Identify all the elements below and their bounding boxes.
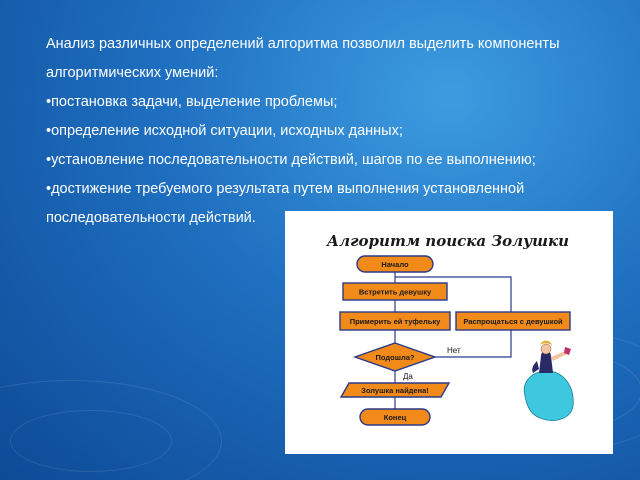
flower-shape bbox=[564, 347, 571, 355]
output-parallelogram bbox=[339, 382, 451, 398]
output-label: Золушка найдена! bbox=[361, 386, 429, 395]
intro-line: Анализ различных определений алгоритма п… bbox=[46, 36, 560, 52]
gown-shape bbox=[523, 370, 574, 421]
edge-decision-farewell bbox=[435, 330, 512, 358]
flowchart-step-farewell: Распрощаться с девушкой bbox=[455, 311, 571, 331]
edge-farewell-loop bbox=[395, 276, 512, 312]
flowchart-svg: Алгоритм поиска Золушки Начало Встретить… bbox=[326, 232, 574, 426]
flowchart-decision: Подошла? Нет Да bbox=[352, 342, 461, 381]
decision-diamond bbox=[352, 342, 438, 372]
flowchart-title: Алгоритм поиска Золушки bbox=[326, 232, 569, 250]
arm-shape bbox=[551, 351, 567, 361]
bullet-item: •постановка задачи, выделение проблемы; bbox=[46, 94, 338, 110]
flowchart-edges bbox=[394, 272, 512, 409]
flowchart-output: Золушка найдена! bbox=[339, 382, 451, 398]
start-label: Начало bbox=[381, 260, 409, 269]
bullet-item: •достижение требуемого результата путем … bbox=[46, 181, 525, 197]
yes-branch-label: Да bbox=[403, 372, 413, 381]
background-ripple bbox=[10, 410, 172, 472]
try-label: Примерить ей туфельку bbox=[350, 317, 441, 326]
bullet-item-continuation: последовательности действий. bbox=[46, 210, 256, 226]
flowchart-step-meet: Встретить девушку bbox=[342, 282, 448, 301]
flowchart-start: Начало bbox=[356, 255, 434, 273]
farewell-process-box bbox=[455, 311, 571, 331]
farewell-label: Распрощаться с девушкой bbox=[463, 317, 563, 326]
bullet-item: •установление последовательности действи… bbox=[46, 152, 536, 168]
flowchart-step-try: Примерить ей туфельку bbox=[339, 311, 451, 331]
meet-process-box bbox=[342, 282, 448, 301]
slide-body-text: Анализ различных определений алгоритма п… bbox=[46, 30, 626, 233]
intro-line: алгоритмических умений: bbox=[46, 65, 219, 81]
flowchart-figure: Алгоритм поиска Золушки Начало Встретить… bbox=[285, 211, 613, 454]
no-branch-label: Нет bbox=[447, 346, 461, 355]
start-terminator bbox=[356, 255, 434, 273]
bodice-shape bbox=[539, 350, 553, 373]
sleeve-shape bbox=[532, 361, 539, 373]
bullet-item: •определение исходной ситуации, исходных… bbox=[46, 123, 403, 139]
end-terminator bbox=[359, 408, 431, 426]
cinderella-illustration bbox=[523, 340, 574, 421]
decision-label: Подошла? bbox=[376, 353, 415, 362]
flowchart-end: Конец bbox=[359, 408, 431, 426]
hair-shape bbox=[540, 340, 552, 346]
head-shape bbox=[540, 343, 552, 355]
end-label: Конец bbox=[384, 413, 407, 422]
try-process-box bbox=[339, 311, 451, 331]
meet-label: Встретить девушку bbox=[359, 288, 432, 297]
